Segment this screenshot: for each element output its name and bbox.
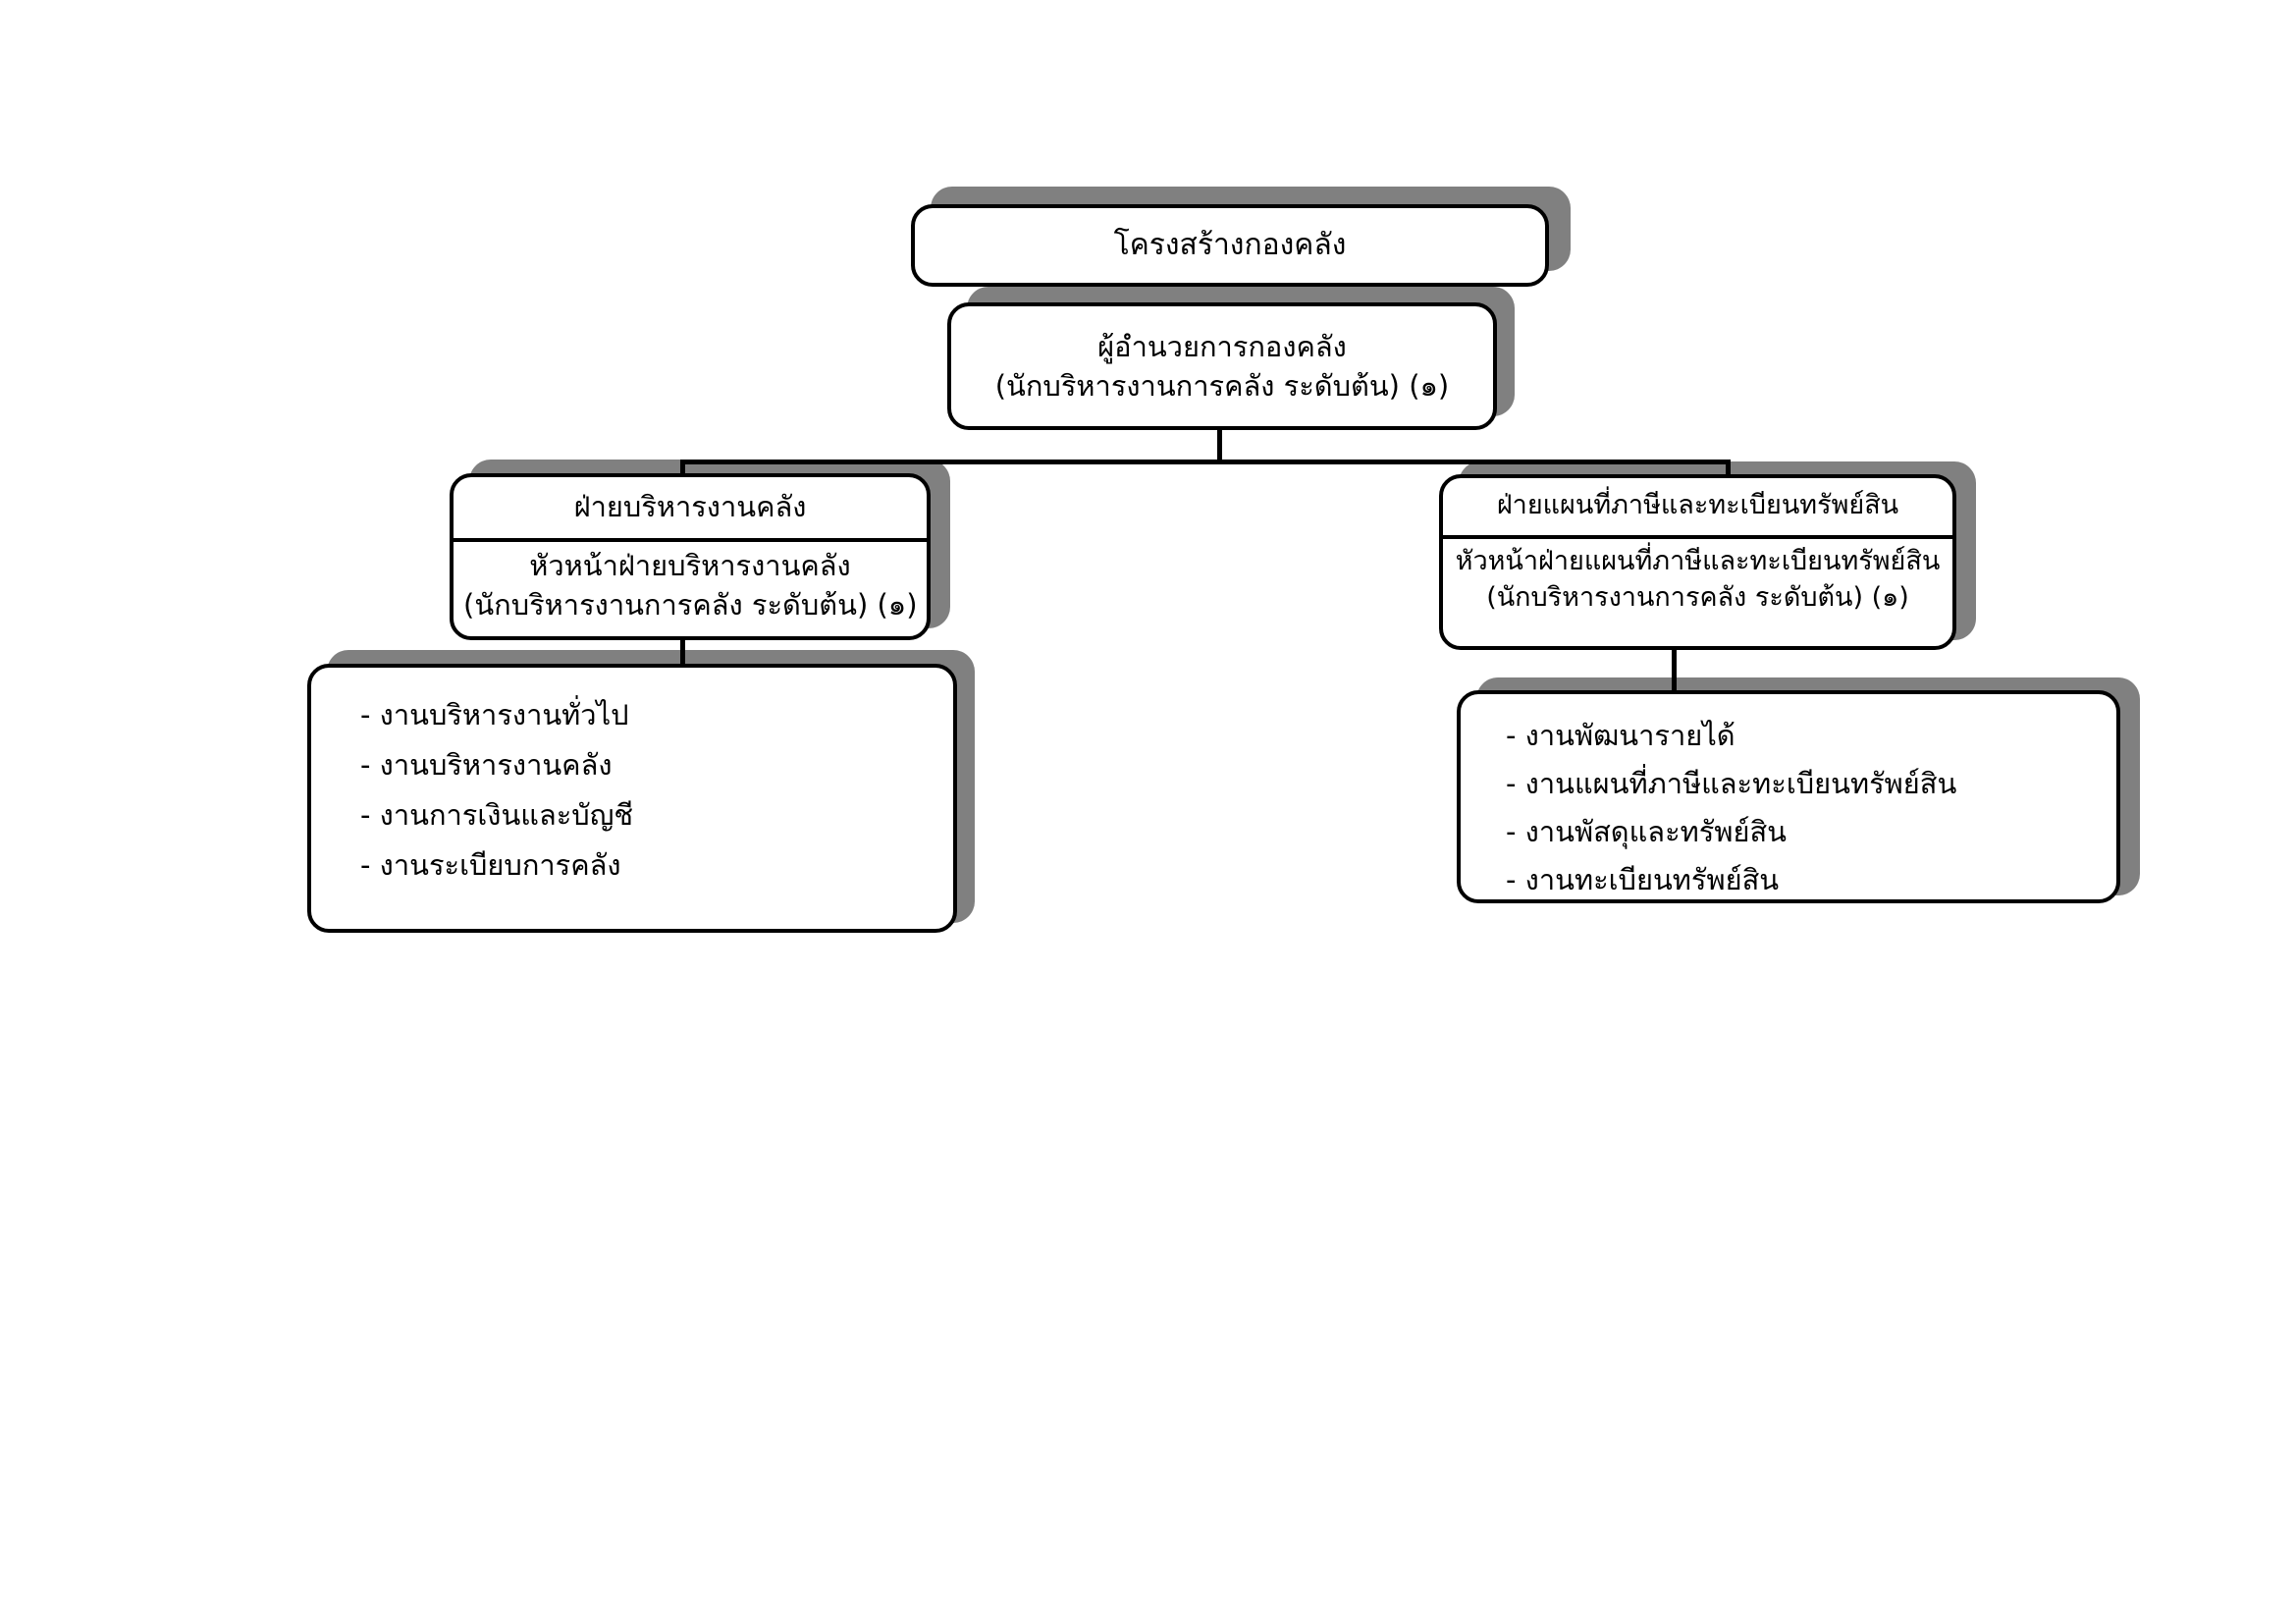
connector-right-division-to-tasks: [1672, 646, 1677, 693]
director-node[interactable]: ผู้อำนวยการกองคลัง (นักบริหารงานการคลัง …: [947, 302, 1497, 430]
task-item: - งานแผนที่ภาษีและทะเบียนทรัพย์สิน: [1506, 767, 1957, 800]
division-right-header: ฝ่ายแผนที่ภาษีและทะเบียนทรัพย์สิน: [1443, 478, 1952, 539]
division-left-position-line1: หัวหน้าฝ่ายบริหารงานคลัง: [529, 549, 851, 582]
tasks-right-list: - งานพัฒนารายได้ - งานแผนที่ภาษีและทะเบี…: [1506, 722, 2116, 894]
division-left-header-label: ฝ่ายบริหารงานคลัง: [573, 489, 807, 523]
tasks-left-node[interactable]: - งานบริหารงานทั่วไป - งานบริหารงานคลัง …: [307, 664, 957, 933]
tasks-right-node[interactable]: - งานพัฒนารายได้ - งานแผนที่ภาษีและทะเบี…: [1457, 690, 2120, 903]
task-item: - งานการเงินและบัญชี: [360, 798, 634, 832]
director-position-line: (นักบริหารงานการคลัง ระดับต้น) (๑): [994, 369, 1450, 403]
connector-left-division-to-tasks: [680, 636, 685, 670]
division-right-header-label: ฝ่ายแผนที่ภาษีและทะเบียนทรัพย์สิน: [1496, 490, 1899, 521]
task-item: - งานทะเบียนทรัพย์สิน: [1506, 863, 1780, 896]
division-left-node[interactable]: ฝ่ายบริหารงานคลัง หัวหน้าฝ่ายบริหารงานคล…: [450, 473, 931, 640]
division-right-node[interactable]: ฝ่ายแผนที่ภาษีและทะเบียนทรัพย์สิน หัวหน้…: [1439, 474, 1956, 650]
connector-bus-to-right-division: [1726, 460, 1731, 485]
division-left-header: ฝ่ายบริหารงานคลัง: [454, 477, 927, 542]
division-left-body: หัวหน้าฝ่ายบริหารงานคลัง (นักบริหารงานกา…: [454, 542, 927, 636]
tasks-left-list: - งานบริหารงานทั่วไป - งานบริหารงานคลัง …: [360, 701, 953, 880]
task-item: - งานบริหารงานทั่วไป: [360, 698, 629, 731]
connector-director-stem: [1217, 430, 1222, 463]
task-item: - งานระเบียบการคลัง: [360, 848, 621, 882]
chart-title-node[interactable]: โครงสร้างกองคลัง: [911, 204, 1549, 287]
connector-horizontal-bus: [680, 460, 1731, 464]
task-item: - งานพัสดุและทรัพย์สิน: [1506, 815, 1787, 848]
director-title-line: ผู้อำนวยการกองคลัง: [1097, 329, 1347, 363]
chart-title-label: โครงสร้างกองคลัง: [1113, 228, 1347, 263]
division-left-position-line2: (นักบริหารงานการคลัง ระดับต้น) (๑): [463, 588, 918, 623]
connector-bus-to-left-division: [680, 460, 685, 485]
division-right-position-line2: (นักบริหารงานการคลัง ระดับต้น) (๑): [1486, 582, 1909, 614]
task-item: - งานพัฒนารายได้: [1506, 719, 1735, 752]
division-right-position-line1: หัวหน้าฝ่ายแผนที่ภาษีและทะเบียนทรัพย์สิน: [1455, 546, 1941, 576]
division-right-body: หัวหน้าฝ่ายแผนที่ภาษีและทะเบียนทรัพย์สิน…: [1443, 539, 1952, 646]
task-item: - งานบริหารงานคลัง: [360, 748, 613, 782]
